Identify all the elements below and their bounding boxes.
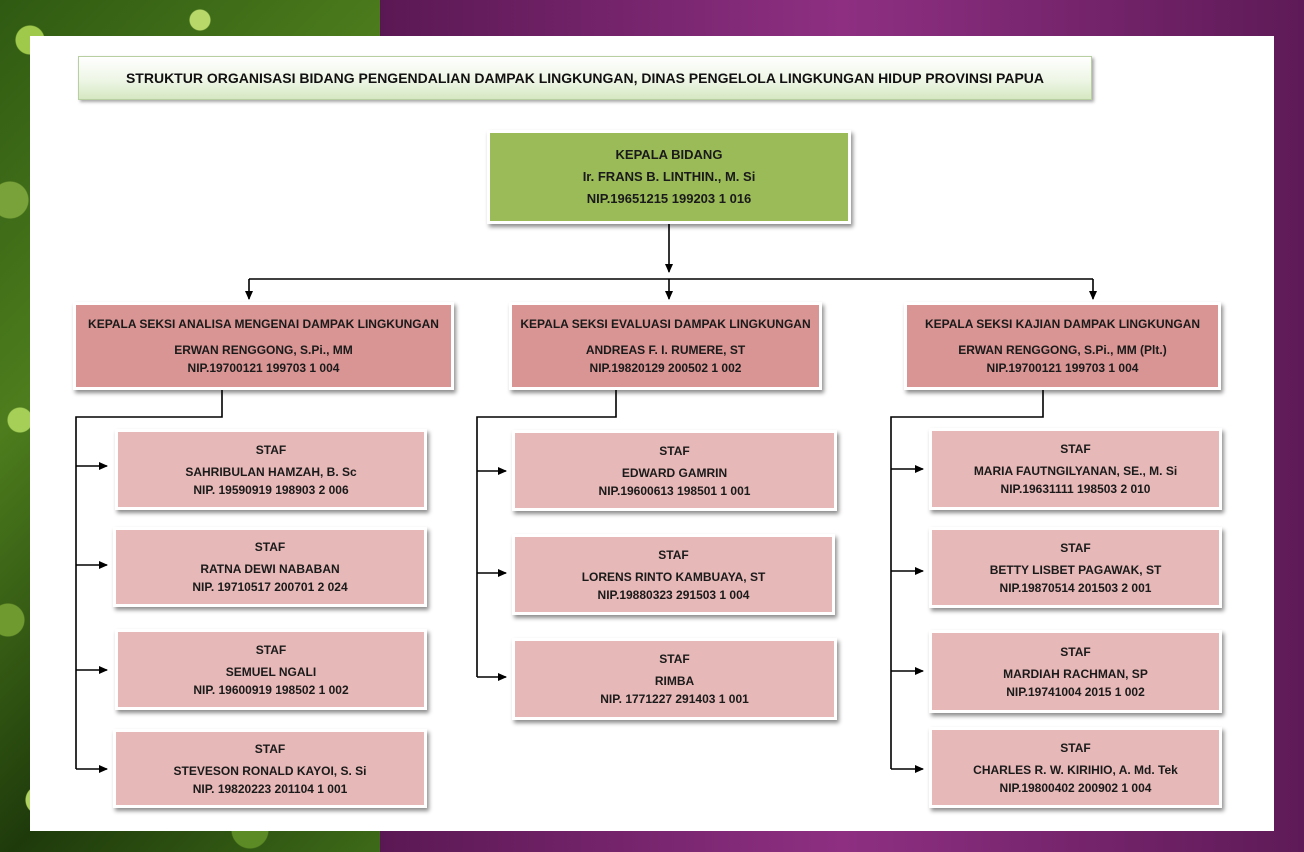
staff-box: STAF RATNA DEWI NABABAN NIP. 19710517 20… <box>113 527 427 607</box>
staff-box: STAF CHARLES R. W. KIRIHIO, A. Md. Tek N… <box>929 727 1222 808</box>
staff-nip: NIP. 19710517 200701 2 024 <box>192 580 348 594</box>
staff-name: MARDIAH RACHMAN, SP <box>1003 666 1148 681</box>
staff-name: SEMUEL NGALI <box>225 664 317 679</box>
staff-box: STAF LORENS RINTO KAMBUAYA, ST NIP.19880… <box>512 534 835 615</box>
section-name: ERWAN RENGGONG, S.Pi., MM <box>174 343 353 357</box>
staff-nip: NIP.19800402 200902 1 004 <box>999 780 1152 795</box>
staff-role: STAF <box>659 443 690 458</box>
staff-nip: NIP. 19600919 198502 1 002 <box>193 682 349 697</box>
staff-nip: NIP.19631111 198503 2 010 <box>1000 482 1151 496</box>
section-role: KEPALA SEKSI ANALISA MENGENAI DAMPAK LIN… <box>88 317 439 331</box>
staff-role: STAF <box>1060 740 1091 755</box>
staff-name: RATNA DEWI NABABAN <box>200 562 340 576</box>
head-box: KEPALA BIDANG Ir. FRANS B. LINTHIN., M. … <box>487 130 851 224</box>
staff-nip: NIP. 19590919 198903 2 006 <box>193 482 349 497</box>
staff-box: STAF MARIA FAUTNGILYANAN, SE., M. Si NIP… <box>929 428 1222 510</box>
staff-name: STEVESON RONALD KAYOI, S. Si <box>173 763 367 778</box>
staff-nip: NIP.19880323 291503 1 004 <box>597 587 750 602</box>
staff-role: STAF <box>1060 540 1091 555</box>
chart-title: STRUKTUR ORGANISASI BIDANG PENGENDALIAN … <box>78 56 1092 100</box>
staff-box: STAF SEMUEL NGALI NIP. 19600919 198502 1… <box>115 629 427 710</box>
head-nip: NIP.19651215 199203 1 016 <box>586 191 752 206</box>
staff-role: STAF <box>254 741 286 756</box>
staff-nip: NIP. 19820223 201104 1 001 <box>192 781 348 796</box>
staff-name: EDWARD GAMRIN <box>621 465 728 480</box>
section-box-kajian: KEPALA SEKSI KAJIAN DAMPAK LINGKUNGAN ER… <box>904 302 1221 390</box>
section-name: ERWAN RENGGONG, S.Pi., MM (Plt.) <box>958 343 1167 357</box>
middle-trunk <box>476 390 617 677</box>
staff-name: SAHRIBULAN HAMZAH, B. Sc <box>185 464 357 479</box>
staff-nip: NIP.19870514 201503 2 001 <box>999 580 1152 595</box>
right-trunk <box>890 390 1044 769</box>
staff-nip: NIP.19600613 198501 1 001 <box>598 483 751 498</box>
staff-name: BETTY LISBET PAGAWAK, ST <box>989 562 1162 577</box>
head-role: KEPALA BIDANG <box>615 147 723 162</box>
staff-box: STAF EDWARD GAMRIN NIP.19600613 198501 1… <box>512 430 837 511</box>
staff-role: STAF <box>1060 442 1091 456</box>
staff-nip: NIP. 1771227 291403 1 001 <box>600 692 749 706</box>
staff-role: STAF <box>255 642 287 657</box>
section-role: KEPALA SEKSI EVALUASI DAMPAK LINGKUNGAN <box>520 317 811 331</box>
staff-role: STAF <box>254 540 286 554</box>
section-name: ANDREAS F. I. RUMERE, ST <box>585 343 746 357</box>
staff-role: STAF <box>1060 644 1091 659</box>
head-name: Ir. FRANS B. LINTHIN., M. Si <box>582 169 756 184</box>
staff-box: STAF BETTY LISBET PAGAWAK, ST NIP.198705… <box>929 527 1222 608</box>
section-nip: NIP.19820129 200502 1 002 <box>589 361 742 375</box>
left-trunk <box>75 390 223 769</box>
staff-box: STAF RIMBA NIP. 1771227 291403 1 001 <box>512 638 837 720</box>
staff-role: STAF <box>659 652 690 666</box>
section-nip: NIP.19700121 199703 1 004 <box>986 361 1139 375</box>
staff-nip: NIP.19741004 2015 1 002 <box>1006 684 1145 699</box>
staff-box: STAF MARDIAH RACHMAN, SP NIP.19741004 20… <box>929 630 1222 713</box>
section-role: KEPALA SEKSI KAJIAN DAMPAK LINGKUNGAN <box>924 317 1201 331</box>
section-box-analisa: KEPALA SEKSI ANALISA MENGENAI DAMPAK LIN… <box>73 302 454 390</box>
staff-role: STAF <box>255 442 287 457</box>
staff-name: MARIA FAUTNGILYANAN, SE., M. Si <box>973 464 1178 478</box>
section-box-evaluasi: KEPALA SEKSI EVALUASI DAMPAK LINGKUNGAN … <box>509 302 822 390</box>
section-nip: NIP.19700121 199703 1 004 <box>187 361 340 375</box>
staff-name: CHARLES R. W. KIRIHIO, A. Md. Tek <box>973 762 1178 777</box>
staff-box: STAF STEVESON RONALD KAYOI, S. Si NIP. 1… <box>113 729 427 808</box>
staff-role: STAF <box>658 547 689 562</box>
staff-name: RIMBA <box>654 674 695 688</box>
staff-box: STAF SAHRIBULAN HAMZAH, B. Sc NIP. 19590… <box>115 429 427 510</box>
staff-name: LORENS RINTO KAMBUAYA, ST <box>581 569 766 584</box>
